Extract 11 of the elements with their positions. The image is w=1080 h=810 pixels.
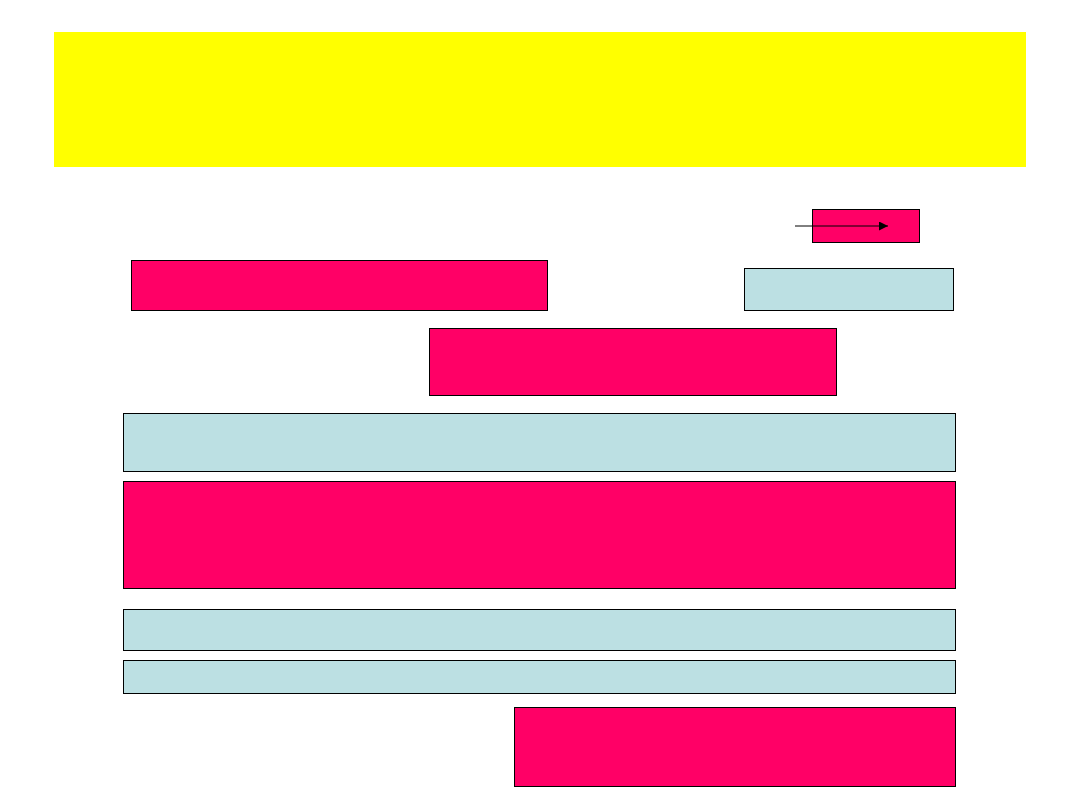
empty-box: [744, 268, 954, 311]
empty-box: [123, 660, 956, 694]
empty-box: [123, 481, 956, 589]
arrow: [794, 221, 889, 231]
title-banner: [54, 32, 1026, 167]
empty-box: [514, 707, 956, 787]
empty-box: [812, 209, 920, 243]
empty-box: [429, 328, 837, 396]
empty-box: [131, 260, 548, 311]
empty-box: [123, 413, 956, 472]
empty-box: [123, 609, 956, 651]
